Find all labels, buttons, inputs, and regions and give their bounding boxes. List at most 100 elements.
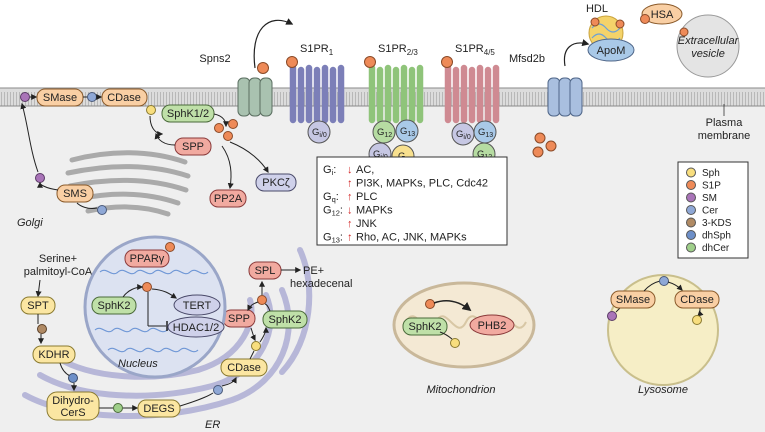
extracellular-vesicle: [676, 14, 740, 78]
nuclear-sphk2-enzyme: [91, 296, 137, 315]
legend-label: Sph: [702, 168, 720, 179]
lyso-cdase-label: CDase: [680, 294, 714, 306]
lyso-cdase-enzyme: [674, 290, 720, 309]
er-sphk2-label: SphK2: [268, 314, 301, 326]
s1p-molecule: [679, 27, 689, 37]
s1p-molecule: [425, 299, 435, 309]
legend-label: S1P: [702, 181, 721, 192]
gi0-label: Gi/0: [312, 127, 327, 139]
sm-molecule: [607, 311, 617, 321]
s1p-molecule: [545, 140, 557, 152]
cdase-enzyme: [101, 88, 148, 107]
golgi-apparatus: [65, 150, 191, 217]
arrow: [149, 115, 164, 137]
spl-label: SPL: [255, 265, 276, 277]
tert-arrow: [151, 288, 177, 299]
s1pr2-3-receptor: [364, 56, 424, 124]
arrow: [615, 307, 621, 313]
signaling-gprotein-label: Gi:: [323, 164, 336, 177]
pkc-enzyme: [255, 173, 297, 192]
arrow: [264, 303, 271, 312]
pp2a-enzyme: [209, 189, 247, 208]
hdac-label: HDAC1/2: [173, 322, 219, 334]
er-precursor-line2: palmitoyl-CoA: [24, 266, 93, 278]
signaling-rows: Gi:↓AC,↑PI3K, MAPKs, PLC, Cdc42Gq:↑PLCG1…: [323, 164, 488, 245]
signaling-effect: MAPKs: [356, 205, 393, 217]
signaling-arrow: ↑: [347, 218, 353, 230]
signaling-effect: Rho, AC, JNK, MAPKs: [356, 232, 467, 244]
arrow: [250, 327, 256, 342]
mito-sphk2-label: SphK2: [408, 321, 441, 333]
arrow: [247, 301, 259, 312]
legend-swatch: [686, 167, 696, 178]
signaling-arrow: ↓: [347, 164, 353, 176]
g13-protein: [395, 119, 419, 143]
signaling-effect: PI3K, MAPKs, PLC, Cdc42: [356, 178, 488, 190]
cer-molecule: [87, 92, 97, 102]
kdhr-label: KDHR: [38, 349, 69, 361]
tert-label: TERT: [183, 300, 212, 312]
signaling-arrow: ↑: [347, 178, 353, 190]
s1p-molecule: [257, 62, 269, 74]
hsa-label: HSA: [651, 9, 674, 21]
degs-label: DEGS: [143, 403, 174, 415]
mfsd2b-label: Mfsd2b: [509, 53, 545, 65]
signaling-gprotein-label: Gq:: [323, 191, 339, 204]
dihydro-cers-label-2: CerS: [60, 407, 85, 419]
mito-sphk2-enzyme: [402, 317, 448, 336]
er-precursor-line1: Serine+: [39, 253, 77, 265]
mfsd2b-export-arrow: [563, 39, 590, 67]
s1p-molecule: [228, 119, 238, 129]
arrow: [35, 279, 42, 298]
dihydro-cers-label-1: Dihydro-: [52, 395, 94, 407]
ppar-gamma-protein: [124, 249, 170, 268]
g13-label: G13: [478, 127, 493, 139]
sms-enzyme: [56, 184, 94, 203]
degs-enzyme: [137, 399, 181, 418]
arrow: [259, 326, 269, 343]
g13-label: G13: [400, 126, 415, 138]
signaling-gprotein-label: G12:: [323, 205, 343, 218]
signaling-gprotein-label: G13:: [323, 232, 343, 245]
signaling-effect: PLC: [356, 191, 377, 203]
s1p-molecule: [223, 131, 233, 141]
s1p-molecule: [532, 146, 544, 158]
3kds-molecule: [37, 324, 47, 334]
s1p-molecule: [640, 14, 650, 24]
pkc-arrow: [229, 141, 269, 174]
sphk-label: SphK1/2: [167, 108, 209, 120]
spl-products-line2: hexadecenal: [290, 278, 352, 290]
cer-molecule: [97, 205, 107, 215]
g12-protein: [372, 120, 396, 144]
arrow: [667, 281, 683, 291]
arrow: [179, 392, 214, 407]
spp-enzyme: [174, 137, 212, 156]
s1pr4-5-receptor: [441, 56, 500, 124]
arrow: [643, 280, 661, 292]
s1p-molecule: [214, 123, 224, 133]
nuclear-sphk2-label: SphK2: [97, 300, 130, 312]
signaling-effect: AC,: [356, 164, 374, 176]
legend-label: dhCer: [702, 243, 730, 254]
pkc-label: PKCζ: [262, 177, 290, 189]
legend-label: Cer: [702, 206, 719, 217]
sphk-enzyme: [161, 104, 215, 123]
sm-molecule: [20, 92, 30, 102]
sm-molecule: [35, 173, 45, 183]
arrow: [439, 331, 453, 340]
smase-label: SMase: [43, 92, 77, 104]
arrow: [37, 181, 59, 191]
legend-swatch: [686, 217, 696, 228]
hsa-protein: [641, 3, 683, 25]
signaling-arrow: ↓: [347, 205, 353, 217]
phb2-protein: [469, 314, 515, 336]
signaling-box: [316, 156, 508, 246]
g12-label: G12: [377, 127, 392, 139]
sph-molecule: [251, 341, 261, 351]
arrow: [122, 284, 144, 298]
signaling-arrow: ↑: [347, 191, 353, 203]
sph-molecule: [692, 315, 702, 325]
nucleus-label: Nucleus: [118, 358, 158, 370]
